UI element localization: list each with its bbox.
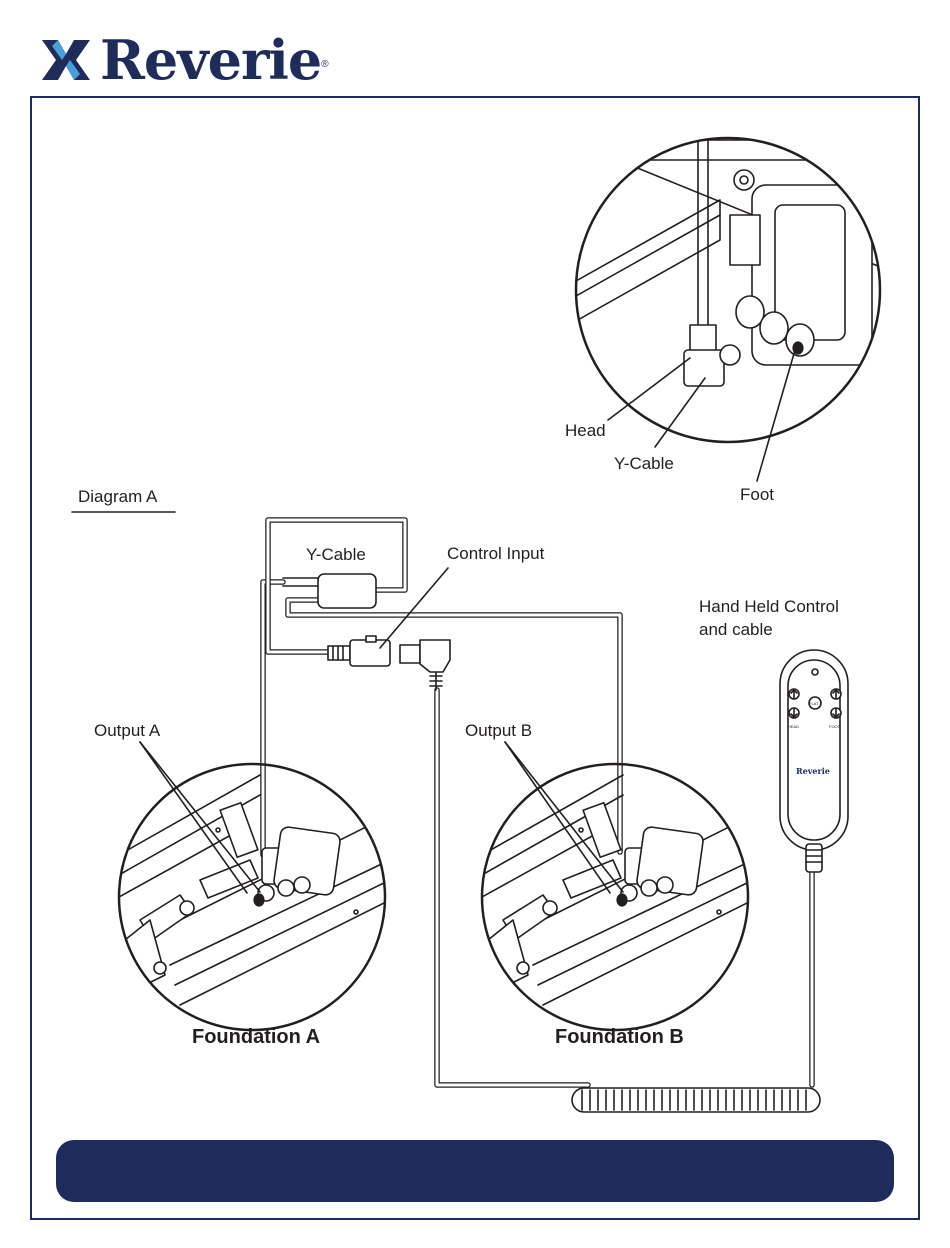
foot-label: Foot bbox=[740, 485, 774, 504]
y-cable-detail-label: Y-Cable bbox=[614, 454, 674, 473]
foot-leader-line bbox=[757, 350, 795, 481]
y-cable-splitter bbox=[283, 574, 376, 608]
head-label: Head bbox=[565, 421, 606, 440]
control-input-connector bbox=[328, 636, 450, 690]
y-cable-leader-line bbox=[655, 378, 705, 447]
foundation-a-detail bbox=[110, 760, 390, 1030]
control-input-label: Control Input bbox=[447, 544, 545, 563]
foundation-b-detail bbox=[473, 760, 753, 1030]
foundation-b-label: Foundation B bbox=[555, 1026, 684, 1048]
remote-brand: Reverie bbox=[796, 766, 830, 776]
footer-banner bbox=[56, 1140, 894, 1202]
hand-control-label-line2: and cable bbox=[699, 620, 773, 639]
output-b-label: Output B bbox=[465, 721, 532, 740]
diagram-title: Diagram A bbox=[78, 487, 158, 506]
output-a-label: Output A bbox=[94, 721, 161, 740]
foundation-a-label: Foundation A bbox=[192, 1026, 320, 1048]
hand-held-remote bbox=[780, 650, 848, 872]
control-input-leader-line bbox=[380, 568, 448, 648]
detail-circle-connections bbox=[560, 138, 900, 442]
remote-head-label: HEAD bbox=[788, 724, 799, 729]
y-cable-label: Y-Cable bbox=[306, 545, 366, 564]
hand-control-label-line1: Hand Held Control bbox=[699, 597, 839, 616]
coiled-cable bbox=[572, 1088, 820, 1112]
remote-foot-label: FOOT bbox=[829, 724, 841, 729]
head-leader-line bbox=[608, 358, 690, 420]
remote-flat-label: FLAT bbox=[809, 701, 819, 706]
